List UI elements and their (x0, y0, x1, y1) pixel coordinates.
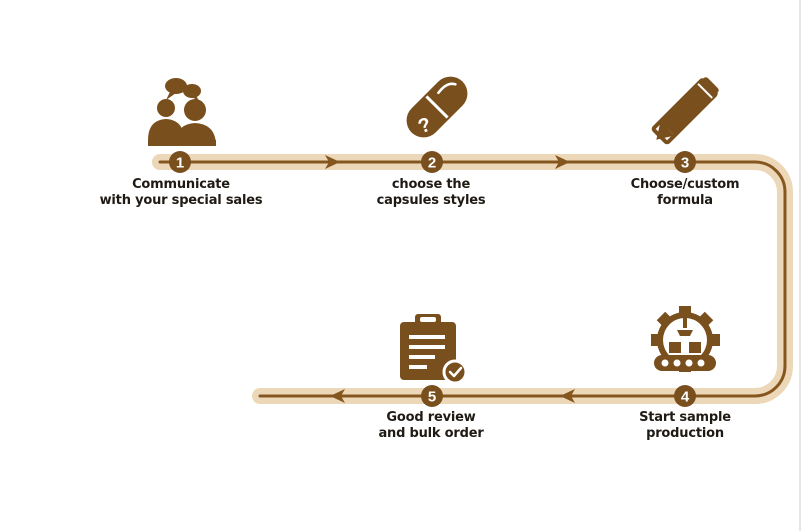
step-2-caption-line1: choose the (391, 177, 471, 192)
capsule-icon: ? (406, 76, 468, 138)
step-node-3: 3 (674, 151, 696, 173)
step-4-caption: Start sample production (590, 410, 780, 442)
step-5-caption: Good review and bulk order (336, 410, 526, 442)
people-chat-icon (148, 78, 216, 146)
step-4-caption-line1: Start sample (639, 410, 731, 425)
factory-gear-icon (651, 306, 720, 372)
step-5-caption-line1: Good review (386, 410, 476, 425)
step-number-3: 3 (681, 155, 689, 172)
step-4-caption-line2: production (646, 426, 724, 441)
step-1-caption-line1: Communicate (132, 177, 230, 192)
step-2-caption-line2: capsules styles (376, 193, 486, 208)
step-number-1: 1 (176, 155, 184, 172)
arrow-right-2 (555, 155, 570, 169)
step-1-caption-line2: with your special sales (99, 193, 263, 208)
clipboard-check-icon (400, 314, 468, 385)
arrow-left-2 (330, 389, 345, 403)
step-number-2: 2 (428, 155, 436, 172)
step-5-caption-line2: and bulk order (378, 426, 484, 441)
step-3-caption-line2: formula (657, 193, 713, 208)
step-2-caption: choose the capsules styles (336, 177, 526, 209)
arrow-right-1 (325, 155, 340, 169)
step-node-1: 1 (169, 151, 191, 173)
pencil-ruler-icon (651, 77, 719, 145)
page-edge-divider (799, 0, 801, 531)
step-node-2: 2 (421, 151, 443, 173)
step-number-5: 5 (428, 389, 436, 406)
step-node-4: 4 (674, 385, 696, 407)
track-core (158, 160, 787, 398)
arrow-left-1 (560, 389, 575, 403)
step-3-caption: Choose/custom formula (590, 177, 780, 209)
step-node-5: 5 (421, 385, 443, 407)
step-number-4: 4 (681, 389, 690, 406)
step-1-caption: Communicate with your special sales (86, 177, 276, 209)
step-3-caption-line1: Choose/custom (630, 177, 740, 192)
